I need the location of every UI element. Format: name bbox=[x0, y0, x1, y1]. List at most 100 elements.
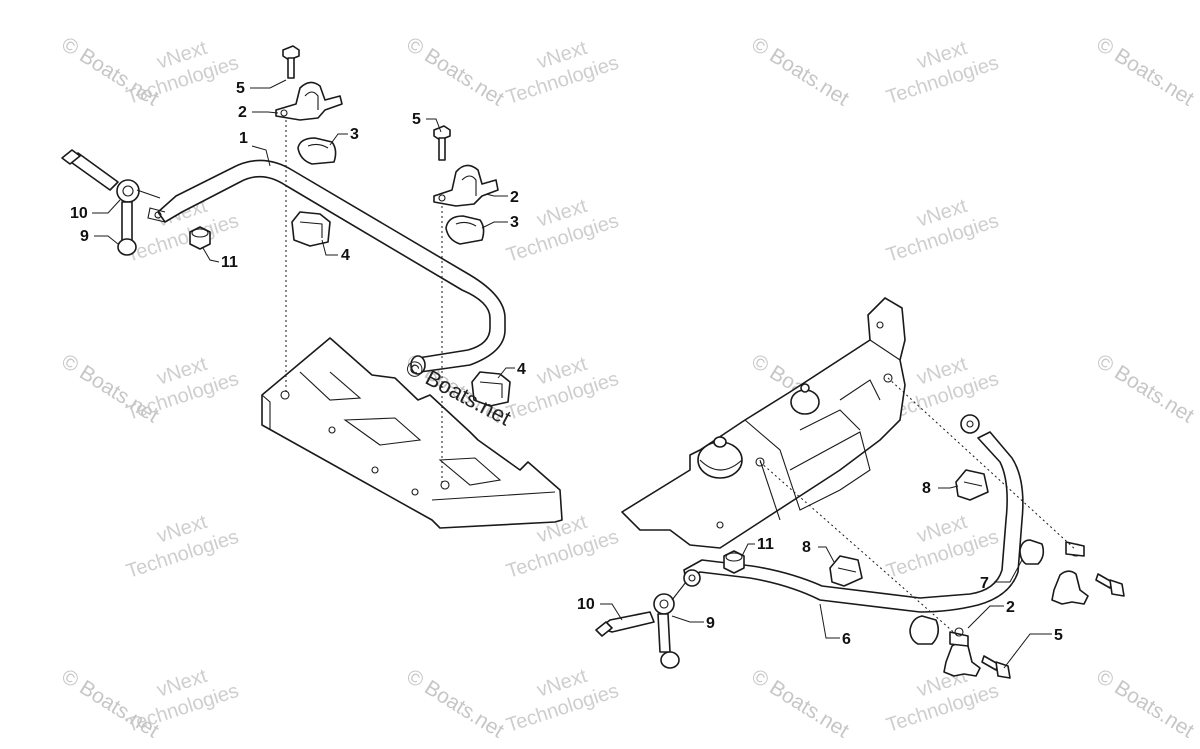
callout-number: 11 bbox=[221, 254, 238, 271]
brand-watermark: © Boats.net bbox=[1092, 665, 1198, 743]
callout-number: 3 bbox=[350, 126, 359, 143]
callout-f1: 1 bbox=[239, 130, 271, 167]
front-bolt-left bbox=[282, 45, 300, 79]
callout-f9: 9 bbox=[80, 228, 119, 245]
leader-line bbox=[938, 485, 959, 489]
front-bushing-left bbox=[297, 137, 337, 165]
rear-sway-bar-assembly bbox=[595, 297, 1125, 679]
callout-r8a: 8 bbox=[922, 480, 959, 497]
callout-number: 8 bbox=[922, 480, 931, 497]
callout-f2b: 2 bbox=[485, 189, 519, 206]
brand-watermark: © Boats.net bbox=[1092, 33, 1198, 111]
front-mount-right bbox=[471, 371, 511, 407]
rear-clamp-lower bbox=[943, 627, 981, 677]
rear-mount-lower bbox=[829, 555, 863, 587]
front-bushing-right bbox=[445, 215, 485, 245]
callout-number: 6 bbox=[842, 631, 851, 648]
leader-line bbox=[202, 247, 220, 263]
callout-number: 5 bbox=[412, 111, 421, 128]
leader-line bbox=[329, 133, 348, 146]
callout-f2a: 2 bbox=[238, 104, 279, 121]
leader-line bbox=[600, 603, 623, 621]
callout-number: 3 bbox=[510, 214, 519, 231]
leader-line bbox=[497, 367, 515, 379]
leader-line bbox=[426, 118, 442, 133]
callout-f3b: 3 bbox=[481, 214, 519, 231]
rear-frame bbox=[621, 297, 906, 549]
callout-r6: 6 bbox=[819, 603, 851, 648]
callout-r7: 7 bbox=[980, 559, 1023, 592]
callout-number: 2 bbox=[238, 104, 247, 121]
rear-bushing-upper bbox=[1019, 539, 1045, 565]
callout-number: 7 bbox=[980, 575, 989, 592]
rear-clamp-upper bbox=[1051, 541, 1089, 605]
callout-r5: 5 bbox=[1003, 627, 1063, 669]
rear-bolt-upper bbox=[1095, 573, 1125, 597]
callout-f5b: 5 bbox=[412, 111, 442, 133]
front-mount-left bbox=[291, 211, 331, 247]
leader-line bbox=[485, 193, 508, 197]
brand-watermark: © Boats.net bbox=[747, 665, 853, 743]
callout-number: 2 bbox=[1006, 599, 1015, 616]
callout-number: 8 bbox=[802, 539, 811, 556]
brand-watermark: © Boats.net bbox=[402, 665, 508, 743]
leader-line bbox=[994, 559, 1023, 583]
callout-f4b: 4 bbox=[497, 361, 526, 379]
callout-number: 2 bbox=[510, 189, 519, 206]
sway-bar-rear bbox=[683, 414, 1024, 613]
sway-bar-front bbox=[147, 159, 506, 375]
leader-line bbox=[92, 199, 121, 214]
callout-number: 9 bbox=[706, 615, 715, 632]
rear-bushing-lower bbox=[909, 615, 940, 645]
callout-number: 4 bbox=[341, 247, 350, 264]
callout-r8b: 8 bbox=[802, 539, 835, 563]
callout-f10: 10 bbox=[70, 199, 121, 222]
callout-number: 4 bbox=[517, 361, 526, 378]
leader-line bbox=[1003, 633, 1052, 669]
callout-number: 11 bbox=[757, 536, 774, 553]
front-end-link bbox=[61, 149, 161, 256]
front-sway-bar-assembly bbox=[61, 45, 563, 529]
front-bolt-right bbox=[433, 125, 451, 161]
brand-watermark: © Boats.net bbox=[747, 33, 853, 111]
callout-number: 10 bbox=[70, 205, 88, 222]
brand-watermark: © Boats.net bbox=[1092, 350, 1198, 428]
leader-line bbox=[321, 239, 338, 256]
callout-r11: 11 bbox=[741, 536, 774, 557]
front-frame-bracket bbox=[261, 337, 563, 529]
callout-f4a: 4 bbox=[321, 239, 350, 264]
callout-r10: 10 bbox=[577, 596, 623, 621]
callout-number: 10 bbox=[577, 596, 595, 613]
brand-watermark: © Boats.net bbox=[402, 33, 508, 111]
callout-f3a: 3 bbox=[329, 126, 359, 146]
leader-line bbox=[671, 615, 704, 623]
callout-r2: 2 bbox=[967, 599, 1015, 629]
rear-mount-upper bbox=[955, 469, 989, 501]
leader-line bbox=[94, 235, 119, 245]
callout-f11: 11 bbox=[202, 247, 238, 271]
leader-line bbox=[250, 79, 287, 89]
rear-nut bbox=[723, 550, 745, 574]
callout-number: 9 bbox=[80, 228, 89, 245]
leader-line bbox=[252, 111, 279, 114]
callout-r9: 9 bbox=[671, 615, 715, 632]
leader-line bbox=[251, 145, 271, 167]
callout-number: 5 bbox=[1054, 627, 1063, 644]
leader-line bbox=[818, 546, 835, 563]
leader-line bbox=[741, 543, 755, 557]
front-clamp-right bbox=[433, 164, 499, 207]
callout-number: 1 bbox=[239, 130, 248, 147]
